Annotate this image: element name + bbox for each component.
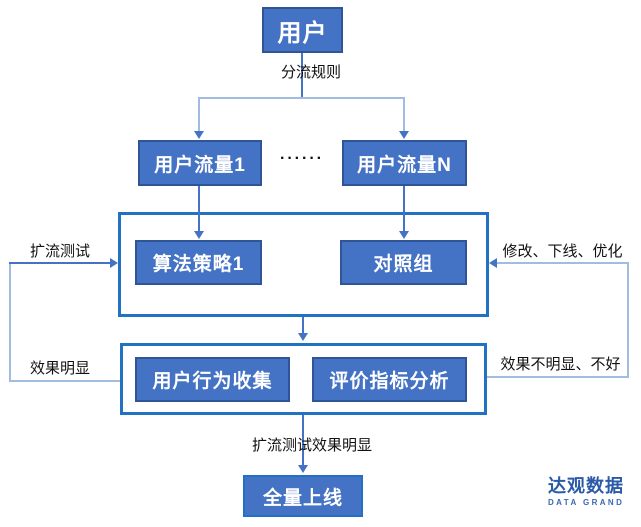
node-full-launch: 全量上线 [243, 475, 363, 517]
label-effect-not-obvious: 效果不明显、不好 [500, 356, 621, 373]
node-trafficN-label: 用户流量N [357, 154, 452, 176]
connector-analysis-to-launch [302, 415, 304, 466]
label-expand-test-effect: 扩流测试效果明显 [251, 437, 372, 454]
arrowhead-into-strategy-left [110, 258, 118, 268]
label-effect-obvious: 效果明显 [29, 360, 90, 377]
arrowhead-to-traffic1 [194, 131, 204, 139]
node-control-group-label: 对照组 [373, 254, 434, 275]
arrowhead-to-trafficN [399, 131, 409, 139]
arrowhead-to-launch [298, 465, 308, 473]
connector-feedback-right-bottom [487, 376, 629, 378]
node-user: 用户 [262, 7, 343, 53]
connector-feedback-left-vertical [9, 262, 11, 382]
connector-trafficN-down [403, 186, 405, 232]
node-algorithm-strategy-label: 算法策略1 [152, 254, 245, 275]
node-full-launch-label: 全量上线 [262, 487, 343, 509]
node-metrics-analysis: 评价指标分析 [312, 357, 467, 402]
connector-feedback-right-vertical [627, 262, 629, 378]
node-user-label: 用户 [277, 19, 328, 47]
node-behavior-collection: 用户行为收集 [135, 357, 290, 402]
connector-split-right-down [403, 97, 405, 131]
node-metrics-analysis-label: 评价指标分析 [329, 371, 450, 392]
arrowhead-to-control [399, 231, 409, 239]
connector-modify-arrowline [497, 262, 629, 264]
datagrand-logo: 达观数据 DATA GRAND [548, 476, 632, 508]
arrowhead-to-algorithm [194, 231, 204, 239]
label-modify-offline-optimize: 修改、下线、优化 [502, 243, 623, 260]
connector-split-horizontal [199, 97, 405, 99]
node-trafficN: 用户流量N [342, 140, 467, 186]
node-control-group: 对照组 [340, 240, 467, 285]
node-traffic1: 用户流量1 [138, 140, 262, 186]
connector-user-down [301, 53, 303, 98]
node-traffic1-label: 用户流量1 [154, 154, 246, 176]
datagrand-logo-name: 达观数据 [548, 476, 624, 496]
connector-split-left-down [198, 97, 200, 131]
label-expand-test: 扩流测试 [29, 243, 90, 260]
node-behavior-collection-label: 用户行为收集 [152, 371, 273, 392]
arrowhead-into-strategy-right [489, 258, 497, 268]
node-algorithm-strategy: 算法策略1 [135, 240, 262, 285]
connector-traffic1-down [198, 186, 200, 232]
connector-strategy-to-analysis [302, 317, 304, 334]
arrowhead-to-analysis [298, 333, 308, 341]
connector-expand-test-arrowline [9, 262, 110, 264]
label-ellipsis-dots: ······ [280, 150, 324, 167]
connector-feedback-left-bottom [9, 380, 120, 382]
label-split-rule: 分流规则 [280, 64, 341, 81]
datagrand-logo-subtitle: DATA GRAND [548, 498, 625, 507]
